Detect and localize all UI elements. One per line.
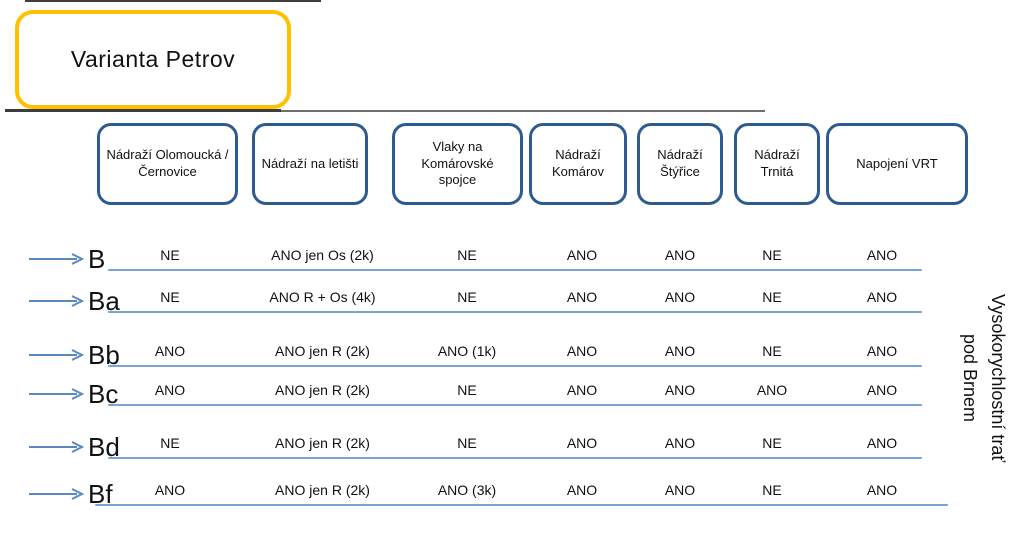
header-napojeni-vrt: Napojení VRT: [826, 123, 968, 205]
cell-value: ANO: [566, 382, 598, 398]
cell-value: ANO: [154, 482, 186, 498]
right-arrow-icon: [29, 349, 85, 361]
cell-value: ANO: [566, 247, 598, 263]
variant-label: Bb: [88, 340, 120, 370]
cell-value: ANO: [566, 482, 598, 498]
cell-value: ANO R + Os (4k): [269, 289, 376, 305]
cell-value: ANO: [866, 247, 898, 263]
cell-value: NE: [160, 289, 180, 305]
cell-value: NE: [762, 289, 782, 305]
row-underline: [108, 365, 922, 367]
cell-value: NE: [762, 247, 782, 263]
title-box: Varianta Petrov: [15, 10, 291, 109]
cell-value: ANO: [664, 382, 696, 398]
cell-value: ANO: [566, 435, 598, 451]
header-olomoucka-cernovice: Nádraží Olomoucká / Černovice: [97, 123, 238, 205]
cell-value: ANO: [866, 343, 898, 359]
cell-value: NE: [762, 482, 782, 498]
gridline-top: [25, 0, 321, 2]
gridline-middle-right: [281, 110, 765, 112]
header-label: Napojení VRT: [856, 155, 938, 171]
variant-label: Bf: [88, 479, 113, 509]
row-underline: [108, 457, 922, 459]
cell-value: ANO jen Os (2k): [271, 247, 374, 263]
cell-value: ANO: [566, 289, 598, 305]
cell-value: NE: [762, 343, 782, 359]
right-arrow-icon: [29, 441, 85, 453]
variant-label: Bc: [88, 379, 119, 409]
cell-value: ANO: [866, 482, 898, 498]
cell-value: ANO: [664, 289, 696, 305]
header-label: Nádraží na letišti: [261, 155, 359, 171]
header-label: Nádraží Trnitá: [754, 147, 800, 179]
row-underline: [95, 504, 948, 506]
page-title: Varianta Petrov: [70, 46, 236, 72]
header-styrice: Nádraží Štýřice: [637, 123, 723, 205]
cell-value: ANO (3k): [437, 482, 497, 498]
variant-label: B: [88, 244, 106, 274]
cell-value: ANO: [154, 343, 186, 359]
right-arrow-icon: [29, 388, 85, 400]
cell-value: ANO: [154, 382, 186, 398]
header-label: Nádraží Štýřice: [657, 147, 703, 179]
right-arrow-icon: [29, 253, 85, 265]
right-arrow-icon: [29, 295, 85, 307]
row-underline: [108, 269, 922, 271]
header-label: Vlaky na Komárovské spojce: [421, 138, 494, 188]
header-label: Nádraží Olomoucká / Černovice: [106, 147, 229, 179]
cell-value: ANO (1k): [437, 343, 497, 359]
cell-value: ANO jen R (2k): [275, 382, 370, 398]
cell-value: NE: [457, 435, 477, 451]
header-letiste: Nádraží na letišti: [252, 123, 368, 205]
side-label-line-2: pod Brnem: [960, 333, 980, 423]
cell-value: ANO jen R (2k): [275, 343, 370, 359]
cell-value: ANO: [756, 382, 788, 398]
cell-value: ANO: [664, 482, 696, 498]
header-komarov: Nádraží Komárov: [529, 123, 627, 205]
cell-value: NE: [160, 247, 180, 263]
right-arrow-icon: [29, 488, 85, 500]
cell-value: ANO: [664, 247, 696, 263]
cell-value: NE: [762, 435, 782, 451]
cell-value: ANO jen R (2k): [275, 435, 370, 451]
cell-value: NE: [457, 247, 477, 263]
header-label: Nádraží Komárov: [551, 147, 605, 179]
cell-value: ANO jen R (2k): [275, 482, 370, 498]
gridline-middle-left: [5, 109, 281, 112]
side-vertical-label: Vysokorychlostní trať pod Brnem: [948, 258, 1012, 498]
variant-label: Ba: [88, 286, 120, 316]
cell-value: ANO: [664, 343, 696, 359]
row-underline: [108, 404, 922, 406]
cell-value: ANO: [866, 289, 898, 305]
header-komarovska-spojka: Vlaky na Komárovské spojce: [392, 123, 523, 205]
cell-value: ANO: [866, 435, 898, 451]
cell-value: NE: [457, 289, 477, 305]
variant-label: Bd: [88, 432, 120, 462]
header-trnita: Nádraží Trnitá: [734, 123, 820, 205]
cell-value: NE: [457, 382, 477, 398]
cell-value: ANO: [866, 382, 898, 398]
cell-value: NE: [160, 435, 180, 451]
side-label-line-1: Vysokorychlostní trať: [988, 293, 1008, 463]
cell-value: ANO: [566, 343, 598, 359]
row-underline: [108, 311, 922, 313]
cell-value: ANO: [664, 435, 696, 451]
